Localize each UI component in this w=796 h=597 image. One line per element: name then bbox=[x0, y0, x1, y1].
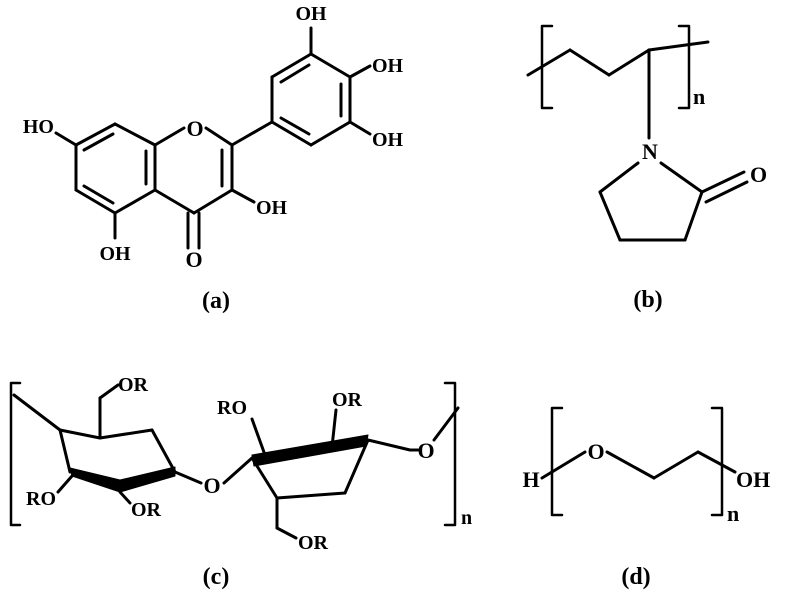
panel-d-repeat-subscript: n bbox=[727, 501, 739, 526]
panel-b-repeat-subscript: n bbox=[693, 84, 705, 109]
panel-d-structure: H O OH n bbox=[522, 406, 770, 526]
panel-b-caption: (b) bbox=[633, 287, 662, 313]
panel-d-left-bracket bbox=[550, 406, 564, 517]
panel-c-or-bottom-mid: OR bbox=[131, 499, 162, 521]
panel-c-left-bracket bbox=[9, 381, 22, 527]
panel-b-nitrogen: N bbox=[642, 139, 658, 164]
panel-b-carbonyl-oxygen: O bbox=[750, 162, 767, 187]
panel-d-hydroxyl: OH bbox=[736, 467, 770, 492]
panel-a-ring-b bbox=[230, 26, 372, 147]
panel-c-or-top-left: OR bbox=[118, 374, 149, 396]
panel-c-ring-1 bbox=[12, 383, 177, 505]
panel-c-or-bottom-right: OR bbox=[298, 532, 329, 554]
panel-d-caption: (d) bbox=[621, 564, 650, 590]
panel-a-hydroxyl-left: HO bbox=[23, 116, 54, 138]
panel-a-structure: O O OH OH OH HO OH OH bbox=[23, 3, 404, 272]
panel-c-ro-top-mid: RO bbox=[217, 397, 247, 419]
panel-c-repeat-subscript: n bbox=[461, 507, 472, 529]
panel-a-ring-oxygen: O bbox=[186, 116, 203, 141]
panel-a-hydroxyl-right-lower: OH bbox=[372, 129, 404, 151]
panel-a-hydroxyl-bottom: OH bbox=[99, 243, 131, 265]
panel-c-ro-bottom-left: RO bbox=[26, 488, 56, 510]
panel-d-right-bracket bbox=[710, 406, 724, 517]
panel-b-right-bracket bbox=[677, 24, 691, 110]
panel-c-structure: OR RO OR RO OR OR O O n bbox=[9, 374, 472, 554]
panel-a-ring-c bbox=[153, 126, 234, 250]
panel-c-ring-2 bbox=[250, 408, 412, 540]
panel-b-structure: N O n bbox=[526, 24, 767, 242]
panel-d-hydrogen: H bbox=[522, 467, 539, 492]
panel-a-ring-a bbox=[74, 122, 157, 215]
panel-a-carbonyl-oxygen: O bbox=[185, 247, 202, 272]
panel-c-right-bracket bbox=[443, 381, 457, 527]
panel-d-oxygen: O bbox=[587, 439, 604, 464]
panel-c-caption: (c) bbox=[203, 564, 230, 590]
panel-a-hydroxyl-ring-c: OH bbox=[256, 197, 288, 219]
panel-a-hydroxyl-top: OH bbox=[295, 3, 327, 25]
panel-c-or-top-right: OR bbox=[332, 389, 363, 411]
panel-c-bridge-oxygen: O bbox=[203, 473, 220, 498]
panel-a-hydroxyl-right-upper: OH bbox=[372, 55, 404, 77]
panel-c-terminal-oxygen: O bbox=[417, 438, 434, 463]
panel-a-caption: (a) bbox=[202, 288, 230, 314]
